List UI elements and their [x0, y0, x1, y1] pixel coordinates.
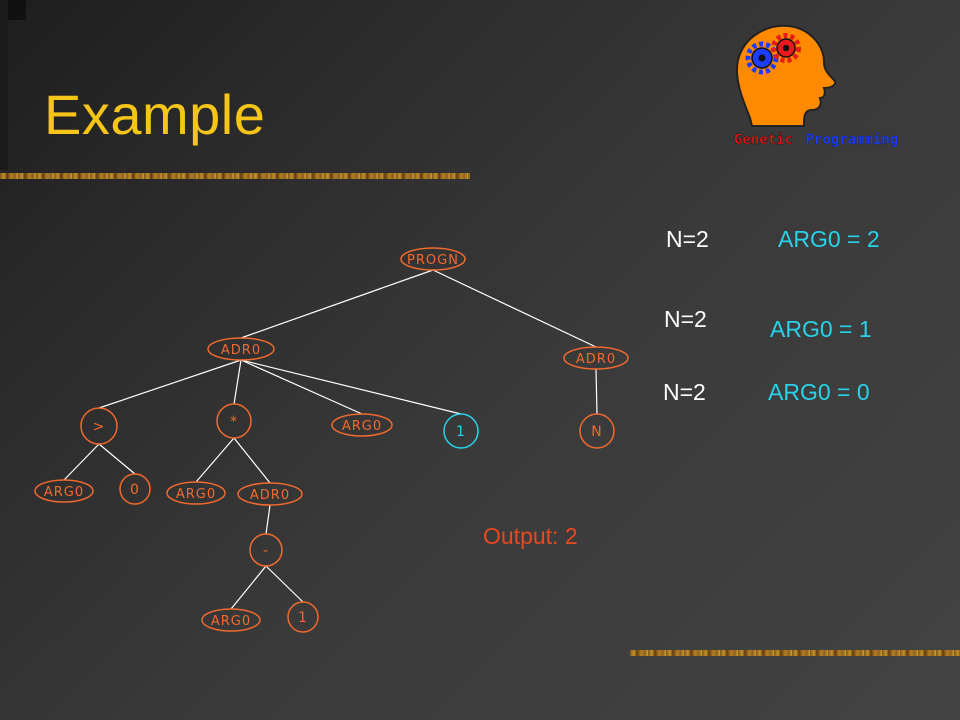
tree-edge-gt-to-zero	[98, 443, 136, 475]
tree-node-label: ADR0	[221, 343, 261, 358]
tree-node-shape	[400, 247, 466, 271]
tree-edge-adr0_a-to-mul	[233, 359, 242, 405]
tree-node-shape	[119, 473, 151, 505]
tree-node-adr0_a: ADR0	[207, 337, 275, 361]
arg0-value-row3: ARG0 = 0	[768, 379, 870, 405]
arg0-value-row2: ARG0 = 1	[770, 316, 872, 342]
tree-node-label: ARG0	[342, 419, 382, 434]
tree-node-progn: PROGN	[400, 247, 466, 271]
tree-node-shape	[80, 407, 118, 445]
tree-node-label: -	[263, 543, 269, 559]
tree-node-shape	[331, 413, 393, 437]
tree-edge-mul-to-arg0_3	[195, 437, 235, 483]
n-value-row2: N=2	[664, 306, 707, 332]
tree-edge-adr0_c-to-minus	[265, 504, 271, 535]
tree-node-adr0_c: ADR0	[237, 482, 303, 506]
tree-node-shape	[237, 482, 303, 506]
tree-edge-progn-to-adr0_a	[240, 269, 434, 339]
tree-node-label: ARG0	[211, 614, 251, 629]
tree-node-n: N	[579, 413, 615, 449]
tree-node-adr0_b: ADR0	[563, 346, 629, 370]
tree-node-label: N	[591, 424, 602, 440]
svg-text:Genetic Programming: Genetic Programming	[734, 132, 898, 148]
n-value-row3: N=2	[663, 379, 706, 405]
tree-node-shape	[443, 413, 479, 449]
tree-node-arg0_4: ARG0	[201, 608, 261, 632]
tree-node-shape	[34, 479, 94, 503]
tree-node-label: 0	[130, 482, 140, 498]
tree-edge-adr0_b-to-n	[595, 368, 598, 415]
slide-title: Example	[44, 83, 266, 146]
tree-node-zero: 0	[119, 473, 151, 505]
bottom-right-bar	[630, 650, 960, 656]
tree-node-label: >	[93, 419, 106, 435]
tree-edge-adr0_a-to-gt	[98, 359, 242, 409]
tree-edge-minus-to-one_2	[265, 565, 304, 603]
left-edge-shade	[0, 0, 8, 170]
tree-node-arg0_2: ARG0	[34, 479, 94, 503]
title-underline-bar	[0, 173, 470, 179]
tree-node-label: ARG0	[44, 485, 84, 500]
tree-node-shape	[287, 601, 319, 633]
tree-node-shape	[579, 413, 615, 449]
tree-edge-progn-to-adr0_b	[432, 269, 597, 348]
tree-node-gt: >	[80, 407, 118, 445]
tree-node-label: 1	[456, 424, 466, 440]
tree-node-one_1: 1	[443, 413, 479, 449]
output-label: Output: 2	[483, 523, 578, 549]
tree-node-label: 1	[298, 610, 308, 626]
tree-node-minus: -	[249, 533, 283, 567]
tree-node-shape	[249, 533, 283, 567]
tree-node-shape	[216, 403, 252, 439]
tree-node-label: ARG0	[176, 487, 216, 502]
tree-node-mul: *	[216, 403, 252, 439]
tree-edge-minus-to-arg0_4	[230, 565, 267, 610]
red-gear-icon	[771, 33, 801, 63]
tree-node-label: PROGN	[407, 253, 459, 268]
arg0-value-row1: ARG0 = 2	[778, 226, 880, 252]
tree-node-shape	[166, 481, 226, 505]
tree-node-shape	[201, 608, 261, 632]
tree-node-shape	[563, 346, 629, 370]
tree-node-label: ADR0	[250, 488, 290, 503]
tree-node-arg0_1: ARG0	[331, 413, 393, 437]
tree-node-label: ADR0	[576, 352, 616, 367]
logo-word-programming: Programming	[805, 132, 898, 148]
logo-word-genetic: Genetic	[734, 132, 793, 148]
tree-node-shape	[207, 337, 275, 361]
tree-edge-adr0_a-to-one_1	[240, 359, 462, 415]
tree-node-label: *	[230, 414, 238, 430]
tree-node-arg0_3: ARG0	[166, 481, 226, 505]
n-value-row1: N=2	[666, 226, 709, 252]
tree-node-one_2: 1	[287, 601, 319, 633]
tree-edge-gt-to-arg0_2	[63, 443, 100, 481]
tree-edge-mul-to-adr0_c	[233, 437, 271, 484]
tree-edge-adr0_a-to-arg0_1	[240, 359, 363, 415]
genetic-programming-logo: Genetic Programming	[734, 24, 898, 148]
